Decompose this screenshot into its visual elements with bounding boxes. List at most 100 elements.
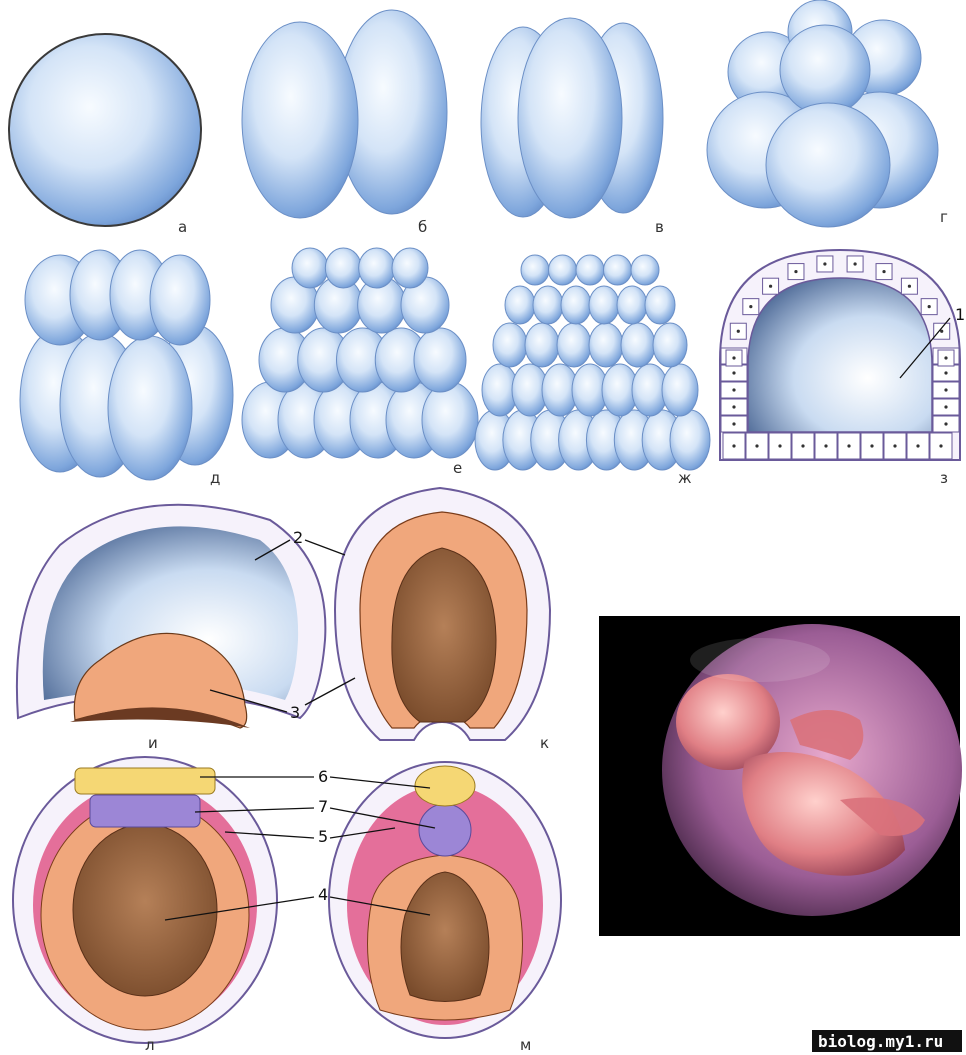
stage-a-zygote [9, 34, 201, 226]
blastomere [766, 103, 890, 227]
blastomere [662, 364, 698, 416]
stage-g-eight-cells [707, 0, 938, 227]
archenteron-cavity [392, 548, 496, 722]
label-zh: ж [678, 469, 692, 487]
cell-nucleus [916, 444, 919, 447]
cell-nucleus [737, 330, 740, 333]
blastomere [621, 323, 655, 367]
cell-nucleus [944, 422, 947, 425]
blastomere [242, 22, 358, 218]
cell-nucleus [823, 262, 826, 265]
cell-nucleus [893, 444, 896, 447]
stage-m-neurula-late [329, 762, 561, 1038]
blastomere [533, 286, 563, 324]
neural-tube [415, 766, 475, 806]
label-b: б [418, 218, 427, 236]
blastomere [653, 323, 687, 367]
blastomere [631, 255, 659, 285]
label-l: л [145, 1036, 155, 1054]
blastomere [576, 255, 604, 285]
stage-i-early-gastrula [17, 505, 325, 728]
label-v: в [655, 218, 664, 236]
stage-k-late-gastrula [335, 488, 550, 740]
stage-b-two-cells [242, 10, 447, 218]
cell-nucleus [939, 444, 942, 447]
stage-d-sixteen-cells [20, 250, 233, 480]
blastomere [617, 286, 647, 324]
zygote-cell [9, 34, 201, 226]
label-z: з [940, 469, 948, 487]
cell-nucleus [769, 285, 772, 288]
blastomere [557, 323, 591, 367]
blastomere [589, 323, 623, 367]
blastomere [670, 410, 710, 470]
neural-plate [75, 768, 215, 794]
blastomere [604, 255, 632, 285]
cell-nucleus [732, 422, 735, 425]
number-4: 4 [318, 885, 328, 904]
sac-highlight [690, 638, 830, 682]
blastomere [359, 248, 395, 288]
blastomere [414, 328, 466, 392]
blastomere [518, 18, 622, 218]
cell-nucleus [755, 444, 758, 447]
cell-nucleus [944, 405, 947, 408]
cell-nucleus [732, 371, 735, 374]
cell-nucleus [732, 356, 735, 359]
blastomere [150, 255, 210, 345]
cell-nucleus [944, 371, 947, 374]
number-7: 7 [318, 797, 328, 816]
stage-e-morula [242, 248, 478, 458]
stage-zh-morula-late [475, 255, 710, 470]
cell-nucleus [908, 285, 911, 288]
label-a: а [178, 218, 187, 236]
blastomere [422, 382, 478, 458]
cell-nucleus [944, 388, 947, 391]
cell-nucleus [778, 444, 781, 447]
blastomere [292, 248, 328, 288]
blastomere [493, 323, 527, 367]
number-3: 3 [290, 703, 300, 722]
cell-nucleus [944, 356, 947, 359]
blastomere [108, 336, 192, 480]
cell-nucleus [732, 444, 735, 447]
blastomere [325, 248, 361, 288]
stage-v-four-cells [481, 18, 663, 218]
label-k: к [540, 734, 549, 752]
notochord [419, 804, 471, 856]
label-g: г [940, 208, 948, 226]
cell-nucleus [882, 270, 885, 273]
pointer-2b [305, 540, 345, 555]
cell-nucleus [824, 444, 827, 447]
cell-nucleus [853, 262, 856, 265]
fetus-photo [599, 616, 962, 936]
cell-nucleus [732, 405, 735, 408]
label-i: и [148, 734, 158, 752]
cell-nucleus [801, 444, 804, 447]
number-2: 2 [293, 528, 303, 547]
watermark: biolog.my1.ru [818, 1032, 943, 1051]
blastocoel-cavity [748, 278, 932, 432]
label-m: м [520, 1036, 531, 1054]
blastomere [645, 286, 675, 324]
cell-nucleus [870, 444, 873, 447]
cell-nucleus [749, 305, 752, 308]
cell-nucleus [794, 270, 797, 273]
blastomere [589, 286, 619, 324]
blastomere [392, 248, 428, 288]
number-5: 5 [318, 827, 328, 846]
blastomere [521, 255, 549, 285]
label-d: д [210, 469, 220, 487]
stage-z-blastula [720, 250, 960, 460]
blastomere [780, 25, 870, 115]
label-e: е [453, 459, 462, 477]
gut-cavity [73, 824, 217, 996]
cell-nucleus [928, 305, 931, 308]
notochord [90, 795, 200, 827]
blastomere [505, 286, 535, 324]
cell-nucleus [732, 388, 735, 391]
blastomere [525, 323, 559, 367]
blastomere [561, 286, 591, 324]
number-6: 6 [318, 767, 328, 786]
